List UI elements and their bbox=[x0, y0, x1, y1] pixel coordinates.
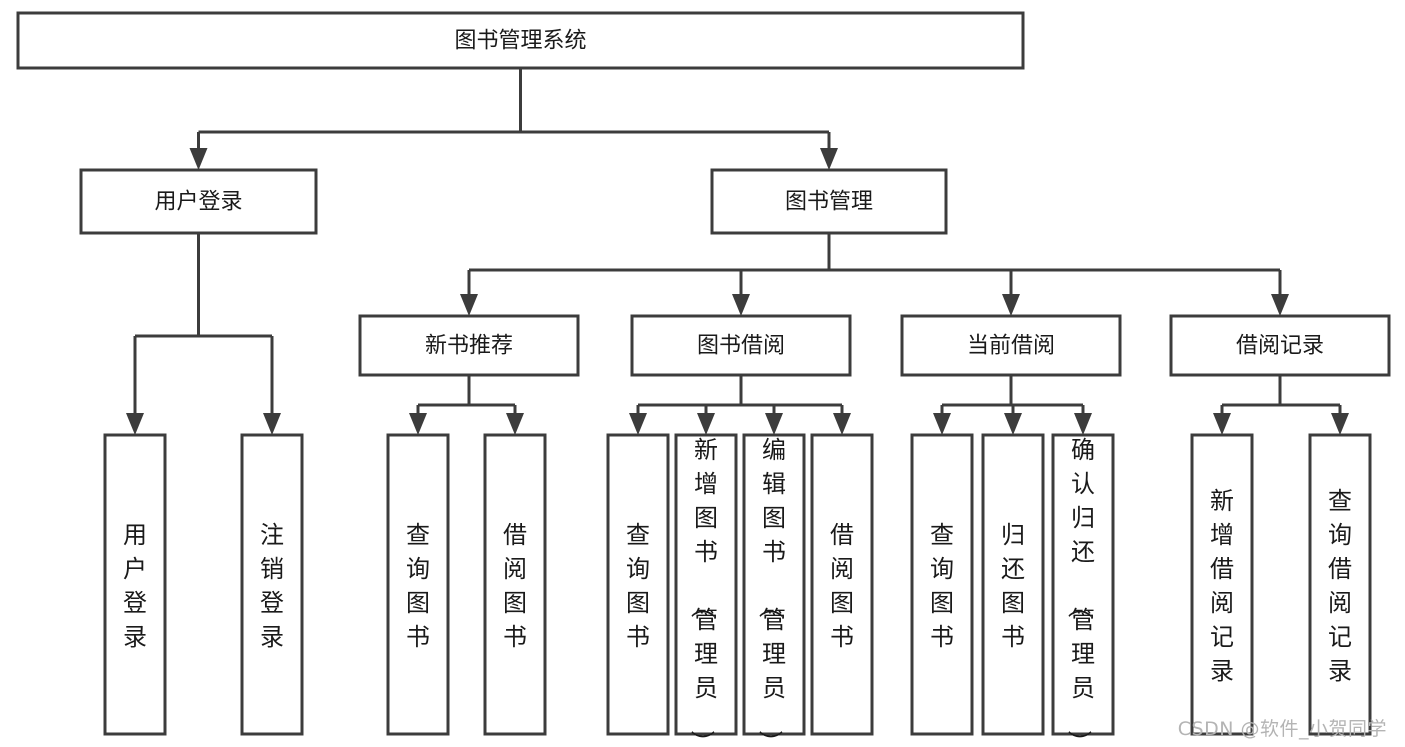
node-label: 查询图书 bbox=[930, 521, 954, 651]
node-book-borrow[interactable]: 图书借阅 bbox=[630, 314, 852, 377]
node-box bbox=[742, 433, 806, 736]
node-box bbox=[79, 168, 318, 235]
node-label: 当前借阅 bbox=[967, 334, 1055, 359]
node-leaf-query-book-c[interactable]: 查询图书 bbox=[910, 433, 974, 736]
node-box bbox=[910, 433, 974, 736]
node-label: 查询图书 bbox=[626, 521, 650, 651]
arrow-head-icon bbox=[1002, 294, 1020, 316]
node-borrow-record[interactable]: 借阅记录 bbox=[1169, 314, 1391, 377]
node-box bbox=[386, 433, 450, 736]
edges-layer bbox=[126, 68, 1349, 435]
node-box bbox=[674, 433, 738, 736]
node-box bbox=[16, 11, 1025, 70]
node-user-login[interactable]: 用户登录 bbox=[79, 168, 318, 235]
arrow-head-icon bbox=[833, 413, 851, 435]
node-box bbox=[630, 314, 852, 377]
node-label: 图书借阅 bbox=[697, 334, 785, 359]
node-box bbox=[981, 433, 1045, 736]
node-box bbox=[810, 433, 874, 736]
arrow-head-icon bbox=[1271, 294, 1289, 316]
node-label: 注销登录 bbox=[260, 521, 284, 651]
arrow-head-icon bbox=[629, 413, 647, 435]
node-box bbox=[1169, 314, 1391, 377]
node-label: 查询借阅记录 bbox=[1328, 487, 1352, 685]
node-box bbox=[606, 433, 670, 736]
node-label: 图书管理 bbox=[785, 190, 873, 215]
arrow-head-icon bbox=[506, 413, 524, 435]
arrow-head-icon bbox=[933, 413, 951, 435]
node-leaf-return-book[interactable]: 归还图书 bbox=[981, 433, 1045, 736]
node-label: 新增图书（管理员） bbox=[688, 436, 718, 747]
node-box bbox=[483, 433, 547, 736]
arrow-head-icon bbox=[1004, 413, 1022, 435]
node-label: 用户登录 bbox=[123, 521, 147, 651]
node-leaf-query-book-a[interactable]: 查询图书 bbox=[386, 433, 450, 736]
node-label: 用户登录 bbox=[154, 190, 242, 215]
node-box bbox=[240, 433, 304, 736]
node-book-manage[interactable]: 图书管理 bbox=[710, 168, 948, 235]
node-leaf-query-book-b[interactable]: 查询图书 bbox=[606, 433, 670, 736]
node-box bbox=[103, 433, 167, 736]
node-label: 编辑图书（管理员） bbox=[756, 436, 786, 747]
arrow-head-icon bbox=[1074, 413, 1092, 435]
node-label: 新增借阅记录 bbox=[1210, 487, 1234, 685]
node-new-book-rec[interactable]: 新书推荐 bbox=[358, 314, 580, 377]
node-box bbox=[358, 314, 580, 377]
node-box bbox=[1308, 433, 1372, 736]
nodes-layer: 图书管理系统用户登录图书管理新书推荐图书借阅当前借阅借阅记录用户登录注销登录查询… bbox=[16, 11, 1391, 747]
arrow-head-icon bbox=[409, 413, 427, 435]
node-leaf-edit-book[interactable]: 编辑图书（管理员） bbox=[742, 433, 806, 747]
node-label: 确认归还（管理员） bbox=[1065, 436, 1095, 747]
node-box bbox=[1051, 433, 1115, 736]
arrow-head-icon bbox=[460, 294, 478, 316]
arrow-head-icon bbox=[189, 148, 208, 170]
node-root[interactable]: 图书管理系统 bbox=[16, 11, 1025, 70]
node-leaf-query-record[interactable]: 查询借阅记录 bbox=[1308, 433, 1372, 736]
node-leaf-confirm-return[interactable]: 确认归还（管理员） bbox=[1051, 433, 1115, 747]
csdn-watermark: CSDN @软件_小贺同学 bbox=[1177, 718, 1387, 740]
arrow-head-icon bbox=[1331, 413, 1349, 435]
node-label: 借阅图书 bbox=[503, 521, 527, 651]
node-leaf-borrow-book-a[interactable]: 借阅图书 bbox=[483, 433, 547, 736]
node-leaf-logout[interactable]: 注销登录 bbox=[240, 433, 304, 736]
arrow-head-icon bbox=[126, 413, 144, 435]
node-leaf-user-login[interactable]: 用户登录 bbox=[103, 433, 167, 736]
node-current-borrow[interactable]: 当前借阅 bbox=[900, 314, 1122, 377]
node-label: 借阅图书 bbox=[830, 521, 854, 651]
arrow-head-icon bbox=[820, 148, 838, 170]
node-label: 查询图书 bbox=[406, 521, 430, 651]
node-leaf-add-book[interactable]: 新增图书（管理员） bbox=[674, 433, 738, 747]
node-label: 归还图书 bbox=[1001, 521, 1025, 651]
node-box bbox=[900, 314, 1122, 377]
arrow-head-icon bbox=[263, 413, 281, 435]
arrow-head-icon bbox=[765, 413, 783, 435]
node-box bbox=[1190, 433, 1254, 736]
node-box bbox=[710, 168, 948, 235]
arrow-head-icon bbox=[732, 294, 750, 316]
node-label: 图书管理系统 bbox=[454, 29, 586, 54]
node-label: 新书推荐 bbox=[425, 334, 513, 359]
node-leaf-add-record[interactable]: 新增借阅记录 bbox=[1190, 433, 1254, 736]
node-leaf-borrow-book-b[interactable]: 借阅图书 bbox=[810, 433, 874, 736]
node-label: 借阅记录 bbox=[1236, 334, 1324, 359]
arrow-head-icon bbox=[1213, 413, 1231, 435]
arrow-head-icon bbox=[697, 413, 715, 435]
